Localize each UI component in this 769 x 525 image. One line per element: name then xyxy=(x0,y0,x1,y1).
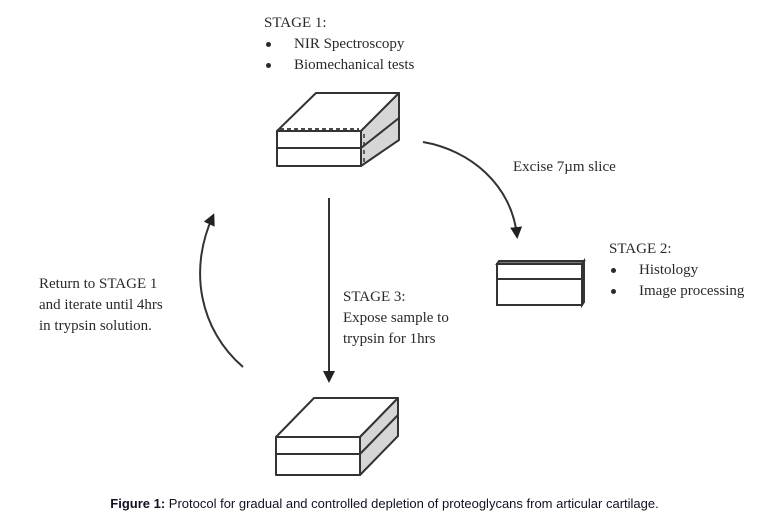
stage1-item: NIR Spectroscopy xyxy=(264,34,414,55)
stage3-title: STAGE 3: xyxy=(343,289,406,305)
stage3-label: STAGE 3: Expose sample to trypsin for 1h… xyxy=(343,287,449,350)
return-line: Return to STAGE 1 xyxy=(39,276,158,292)
excise-label: Excise 7µm slice xyxy=(513,159,616,175)
stage2-item: Image processing xyxy=(609,281,744,302)
stage2-title: STAGE 2: xyxy=(609,241,672,257)
stage1-sample-block xyxy=(276,92,400,167)
stage2-slice-block xyxy=(495,257,586,309)
stage1-title: STAGE 1: xyxy=(264,15,327,31)
figure-caption: Figure 1: Protocol for gradual and contr… xyxy=(0,496,769,511)
caption-text: Protocol for gradual and controlled depl… xyxy=(165,496,659,511)
slice-front-face xyxy=(496,263,583,306)
stage2-item: Histology xyxy=(609,260,744,281)
return-arrow xyxy=(199,213,244,368)
excise-arrow xyxy=(422,141,523,239)
stage3-sample-block xyxy=(275,397,399,476)
return-label: Return to STAGE 1 and iterate until 4hrs… xyxy=(39,274,163,337)
stage2-label: STAGE 2: Histology Image processing xyxy=(609,239,744,302)
stage3-line: trypsin for 1hrs xyxy=(343,331,436,347)
stage1-label: STAGE 1: NIR Spectroscopy Biomechanical … xyxy=(264,13,414,76)
return-line: in trypsin solution. xyxy=(39,318,152,334)
stage1-list: NIR Spectroscopy Biomechanical tests xyxy=(264,34,414,76)
block-side-layer-line xyxy=(359,414,399,455)
block-front-face xyxy=(275,436,361,476)
return-line: and iterate until 4hrs xyxy=(39,297,163,313)
stage3-line: Expose sample to xyxy=(343,310,449,326)
block-side-layer-line xyxy=(360,117,400,149)
caption-label: Figure 1: xyxy=(110,496,166,511)
stage1-item: Biomechanical tests xyxy=(264,55,414,76)
stage2-list: Histology Image processing xyxy=(609,260,744,302)
